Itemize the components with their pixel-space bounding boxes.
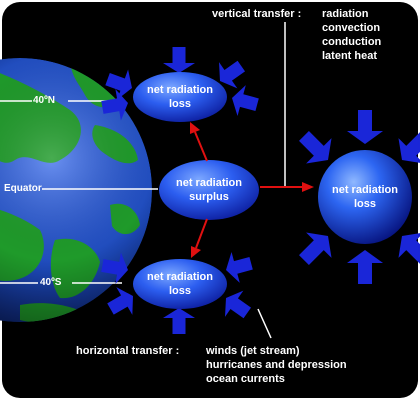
loss-right-line1: net radiation	[331, 184, 398, 196]
loss-top-label: net radiation loss	[132, 83, 228, 111]
loss-right-line2: loss	[353, 198, 376, 210]
horizontal-transfer-pointer	[257, 308, 272, 339]
loss-right-label: net radiation loss	[317, 183, 413, 211]
equator-label: Equator	[4, 183, 42, 194]
loss-bottom-label: net radiation loss	[132, 270, 228, 298]
lat-40n-label: 40ºN	[33, 95, 55, 106]
ht-item-winds: winds (jet stream)	[206, 345, 300, 357]
ht-item-ocean-currents: ocean currents	[206, 373, 285, 385]
vt-item-latent-heat: latent heat	[322, 50, 378, 62]
loss-top-line1: net radiation	[146, 84, 213, 96]
vt-item-convection: convection	[322, 22, 381, 34]
surplus-line1: net radiation	[175, 177, 242, 189]
red-arrows	[190, 122, 314, 258]
surplus-line2: surplus	[189, 191, 229, 203]
horizontal-transfer-label: horizontal transfer :	[76, 345, 180, 357]
loss-top-line2: loss	[168, 98, 191, 110]
blue-arrows-right-sphere	[299, 110, 420, 284]
vertical-transfer-list: radiation convection conduction latent h…	[322, 7, 381, 63]
lat-40s-label: 40ºS	[40, 277, 62, 288]
horizontal-transfer-list: winds (jet stream) hurricanes and depres…	[206, 344, 347, 386]
ellipse-loss-bottom	[133, 259, 227, 309]
blue-arrows-top-loss	[101, 47, 259, 121]
ellipse-loss-top	[133, 72, 227, 122]
loss-bottom-line2: loss	[168, 285, 191, 297]
vt-item-radiation: radiation	[322, 8, 369, 20]
sphere-loss-right	[318, 150, 412, 244]
vertical-transfer-label: vertical transfer :	[212, 8, 302, 20]
blue-arrows-bottom-loss	[101, 251, 253, 334]
ellipse-surplus	[159, 160, 259, 220]
loss-bottom-line1: net radiation	[146, 271, 213, 283]
surplus-label: net radiation surplus	[159, 176, 259, 204]
vt-item-conduction: conduction	[322, 36, 382, 48]
ht-item-hurricanes: hurricanes and depression	[206, 359, 347, 371]
